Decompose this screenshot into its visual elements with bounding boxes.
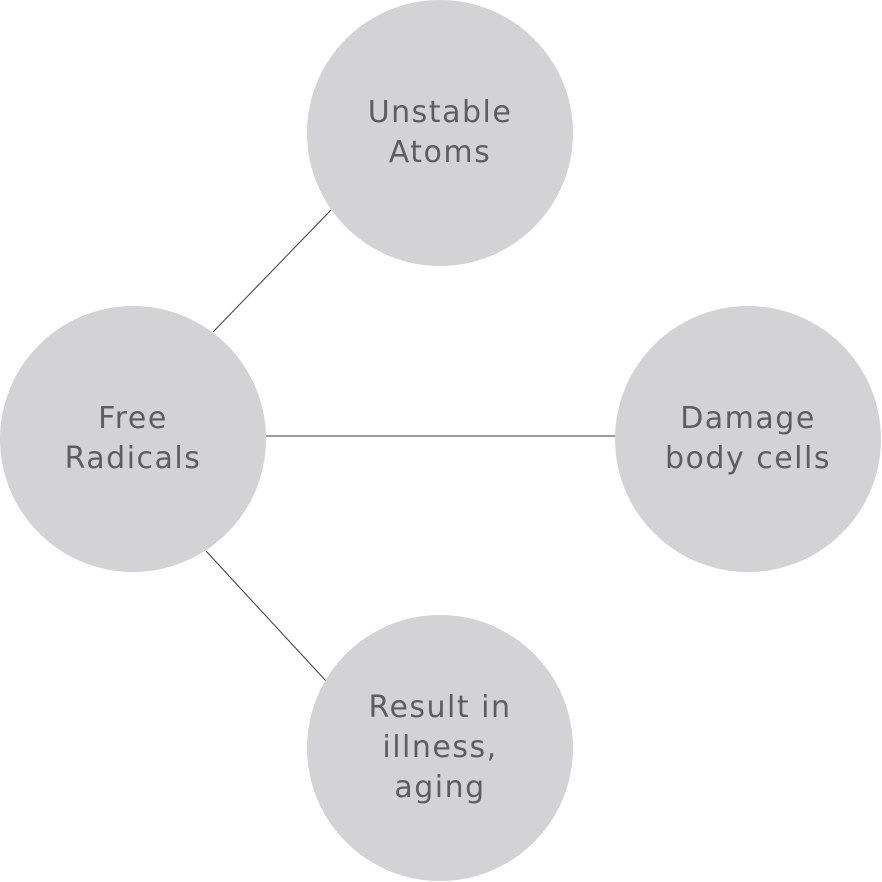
node-label-unstable-atoms: Unstable Atoms [367,95,513,170]
node-label-free-radicals: Free Radicals [64,401,202,476]
node-damage-body-cells: Damage body cells [615,306,881,572]
node-unstable-atoms: Unstable Atoms [307,0,573,266]
node-free-radicals: Free Radicals [0,306,266,572]
connector-center-to-top [212,209,332,333]
node-result-in-illness-aging: Result in illness, aging [307,615,573,881]
node-label-damage-body-cells: Damage body cells [665,401,831,476]
connector-center-to-bottom [205,550,327,682]
node-label-result-in-illness-aging: Result in illness, aging [368,690,512,805]
